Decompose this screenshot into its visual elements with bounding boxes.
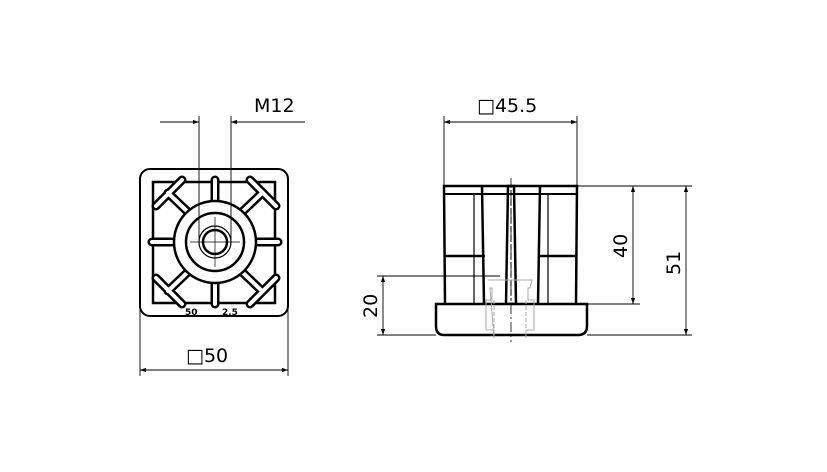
embossed-mark-right: 2.5	[222, 308, 238, 318]
top-square-label: □45.5	[477, 95, 537, 117]
side-view	[434, 178, 589, 342]
outer-square	[139, 168, 289, 317]
hub-mid	[184, 211, 246, 273]
dimension-top-square	[443, 116, 578, 186]
total-height-label: 51	[663, 251, 685, 275]
hidden-insert	[485, 279, 535, 339]
inner-height-label: 40	[610, 234, 632, 258]
ribs-inner	[150, 178, 280, 306]
thread-label: M12	[254, 95, 295, 117]
dimension-heights	[577, 185, 692, 336]
dimension-m12	[160, 116, 305, 240]
base-cap	[434, 302, 589, 337]
dimension-cap	[377, 275, 500, 336]
top-view: 50 2.5	[139, 168, 289, 318]
cap-height-label: 20	[360, 294, 382, 318]
dimension-base-square	[139, 300, 289, 376]
base-square-label: □50	[186, 345, 228, 367]
embossed-mark-left: 50	[185, 308, 198, 318]
